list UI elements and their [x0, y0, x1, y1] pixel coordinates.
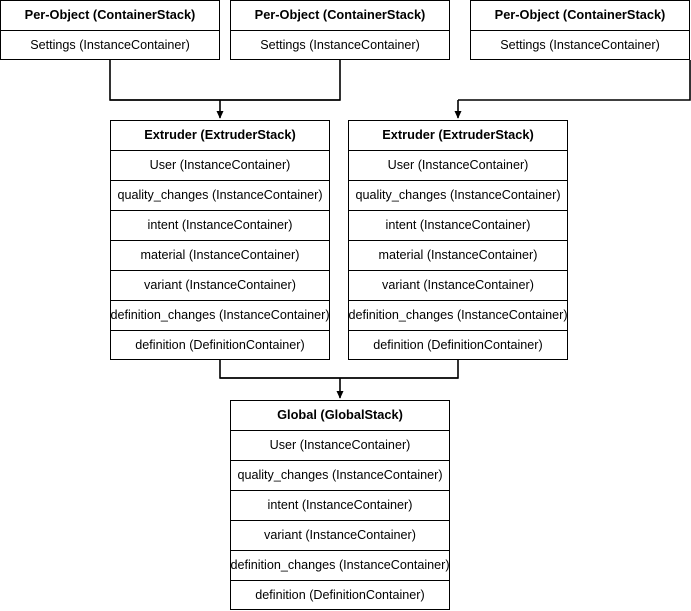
node-row[interactable]: definition_changes (InstanceContainer): [230, 551, 450, 581]
node-row[interactable]: intent (InstanceContainer): [349, 211, 567, 241]
edge-extruder2-to-global: [220, 360, 459, 379]
edge-extruder1-to-global: [219, 360, 458, 379]
node-per-object-1[interactable]: Per-Object (ContainerStack) Settings (Ins…: [0, 0, 220, 60]
node-row[interactable]: definition (DefinitionContainer): [255, 588, 425, 603]
node-extruder-1[interactable]: Extruder (ExtruderStack)User (InstanceCo…: [110, 120, 330, 360]
node-row[interactable]: User (InstanceContainer): [111, 151, 329, 181]
node-header-per-object-1: Per-Object (ContainerStack): [1, 1, 219, 31]
node-row[interactable]: User (InstanceContainer): [231, 431, 449, 461]
edge-perobject3-to-extruder2: [458, 60, 691, 101]
node-row[interactable]: material (InstanceContainer): [111, 241, 329, 271]
node-header-global: Global (GlobalStack): [231, 401, 449, 431]
edge-perobject2-to-extruder1: [110, 60, 341, 101]
node-row[interactable]: definition (DefinitionContainer): [135, 338, 305, 353]
node-row[interactable]: material (InstanceContainer): [349, 241, 567, 271]
node-row[interactable]: Settings (InstanceContainer): [30, 38, 190, 53]
node-row[interactable]: definition_changes (InstanceContainer): [110, 301, 330, 331]
node-row[interactable]: quality_changes (InstanceContainer): [111, 181, 329, 211]
node-header-extruder-2: Extruder (ExtruderStack): [349, 121, 567, 151]
node-row[interactable]: variant (InstanceContainer): [349, 271, 567, 301]
edge-perobject1-to-extruder1: [109, 60, 340, 101]
node-row[interactable]: Settings (InstanceContainer): [260, 38, 420, 53]
node-row[interactable]: variant (InstanceContainer): [231, 521, 449, 551]
node-row[interactable]: User (InstanceContainer): [349, 151, 567, 181]
node-header-per-object-3: Per-Object (ContainerStack): [471, 1, 689, 31]
node-row[interactable]: definition (DefinitionContainer): [373, 338, 543, 353]
node-row[interactable]: Settings (InstanceContainer): [500, 38, 660, 53]
node-row[interactable]: quality_changes (InstanceContainer): [231, 461, 449, 491]
node-row[interactable]: intent (InstanceContainer): [231, 491, 449, 521]
node-row[interactable]: quality_changes (InstanceContainer): [349, 181, 567, 211]
node-global[interactable]: Global (GlobalStack)User (InstanceContai…: [230, 400, 450, 610]
node-row[interactable]: intent (InstanceContainer): [111, 211, 329, 241]
node-per-object-3[interactable]: Per-Object (ContainerStack) Settings (Ins…: [470, 0, 690, 60]
node-row[interactable]: definition_changes (InstanceContainer): [348, 301, 568, 331]
node-per-object-2[interactable]: Per-Object (ContainerStack) Settings (Ins…: [230, 0, 450, 60]
node-row[interactable]: variant (InstanceContainer): [111, 271, 329, 301]
node-header-per-object-2: Per-Object (ContainerStack): [231, 1, 449, 31]
node-header-extruder-1: Extruder (ExtruderStack): [111, 121, 329, 151]
node-extruder-2[interactable]: Extruder (ExtruderStack)User (InstanceCo…: [348, 120, 568, 360]
